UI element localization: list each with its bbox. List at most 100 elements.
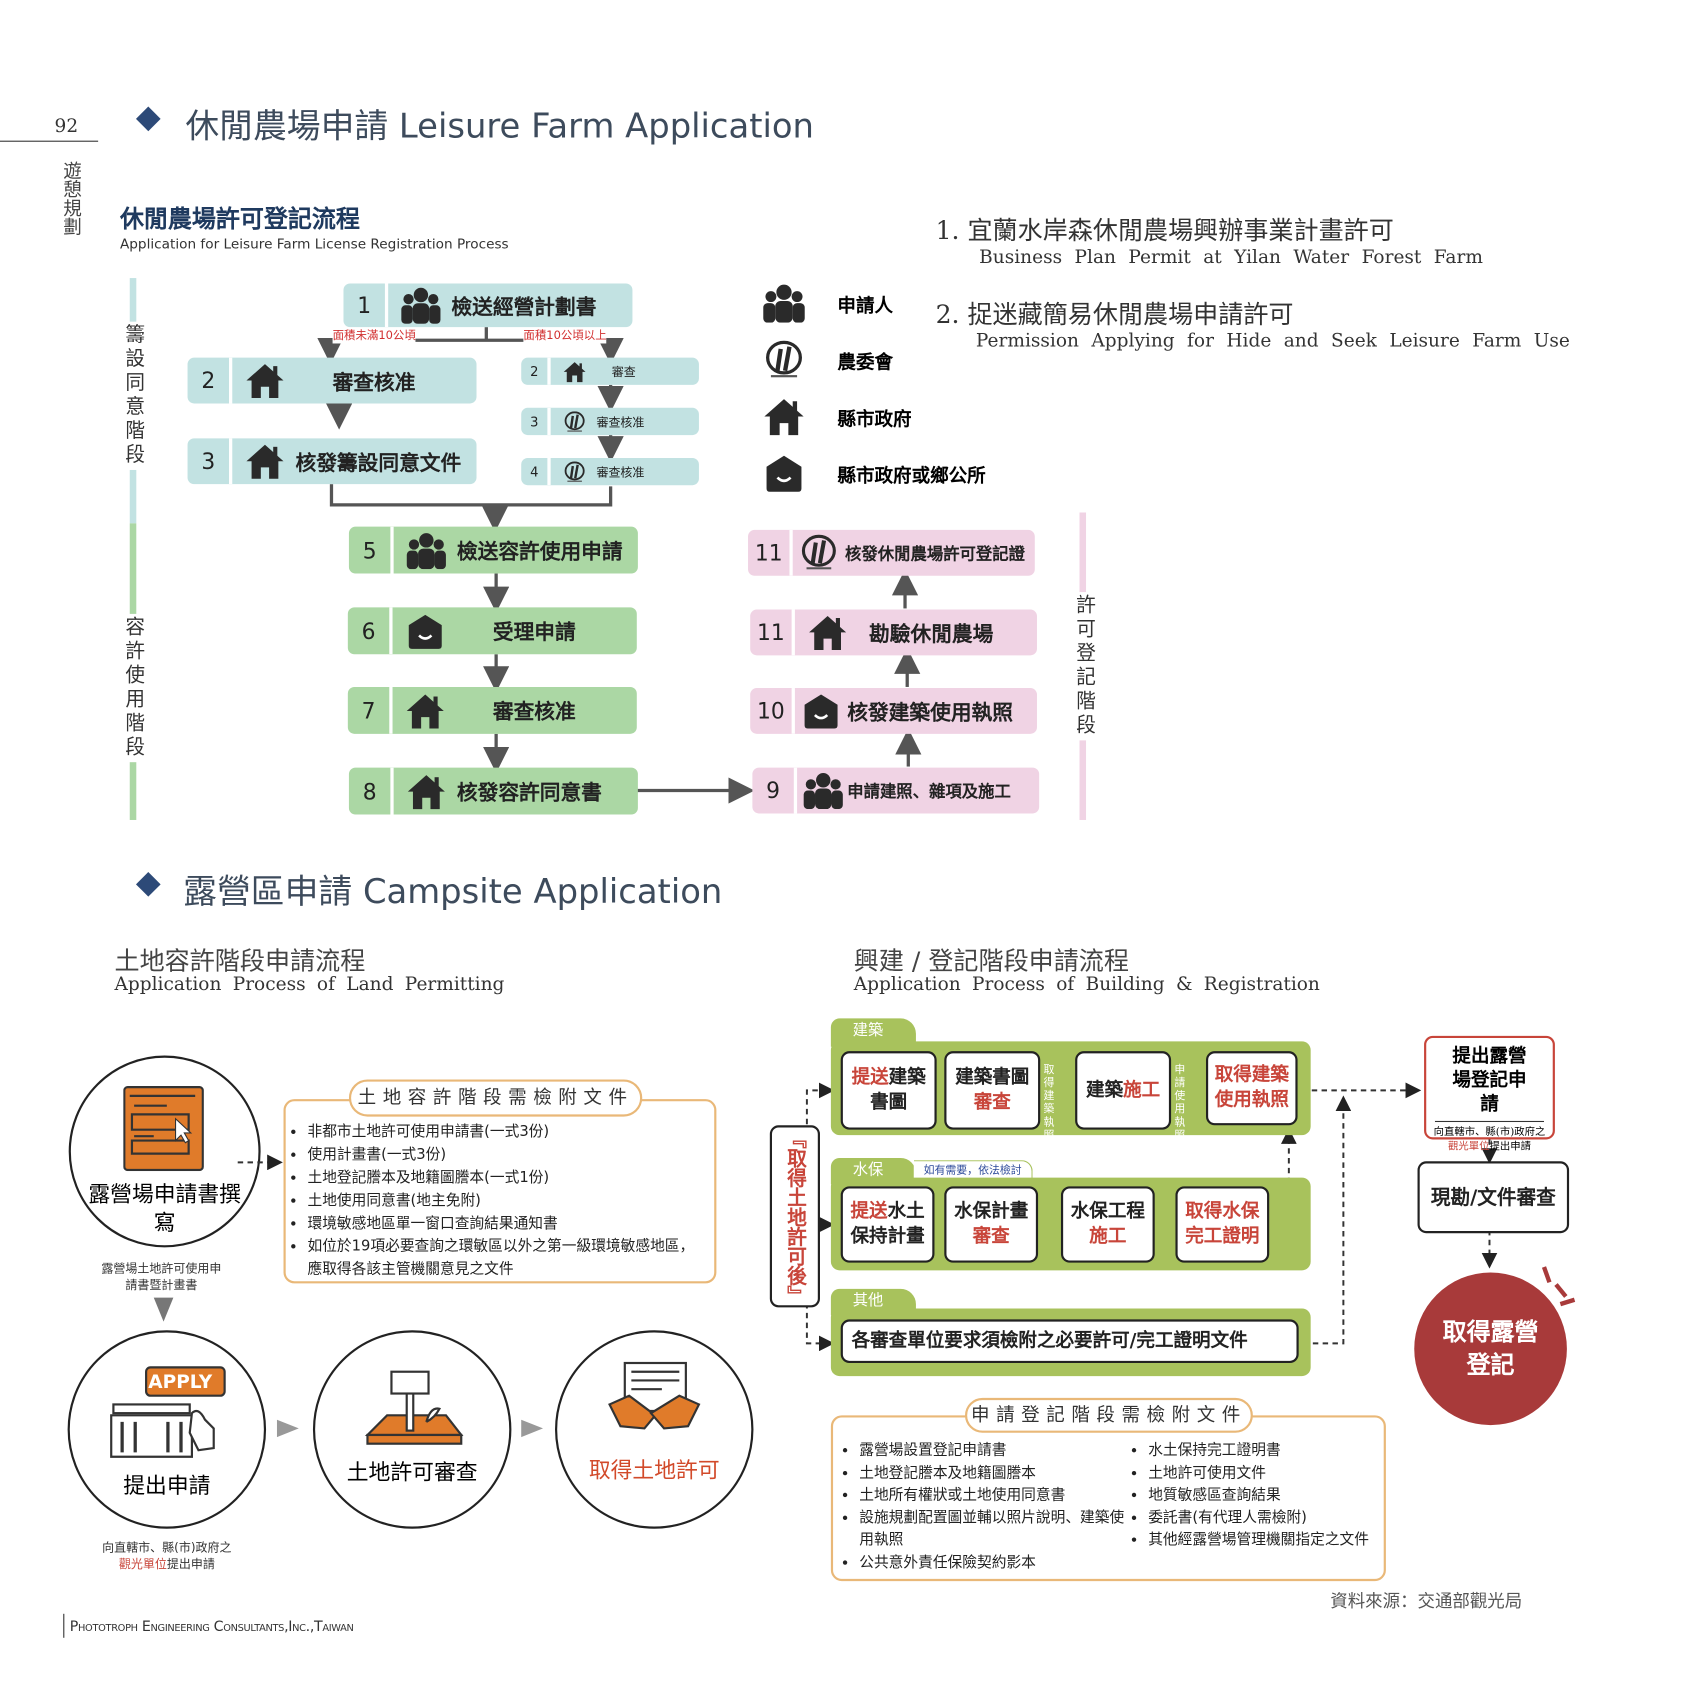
box-text: 建築 [1086, 1078, 1124, 1101]
step-label: 核發容許同意書 [456, 780, 602, 805]
step-number: 4 [521, 457, 551, 486]
document-item: 設施規劃配置圖並輔以照片說明、建築使用執照 [859, 1506, 1126, 1551]
land-permit-review-label: 土地許可審查 [346, 1458, 478, 1486]
note-text: 提出申請 [1489, 1140, 1531, 1153]
branch-label-over-10ha: 面積10公頃以上 [523, 327, 607, 344]
footer-company: Phototroph Engineering Consultants,Inc.,… [69, 1619, 354, 1636]
land-process-title: 土地容許階段申請流程 [114, 947, 366, 976]
step-label: 核發休閒農場許可登記證 [845, 543, 1025, 564]
other-required-permits: 各審查單位要求須檢附之必要許可/完工證明文件 [840, 1319, 1299, 1363]
document-item: 土地登記謄本及地籍圖謄本(一式1份) [307, 1167, 714, 1190]
label-obtain-building-permit: 取得建築執照 [1043, 1064, 1055, 1142]
box-highlight: 審查 [972, 1225, 1010, 1248]
step-label: 勘驗休閒農場 [869, 622, 994, 647]
document-item: 委託書(有代理人需檢附) [1148, 1506, 1369, 1528]
box-text: 建築書圖 [955, 1066, 1030, 1089]
document-item: 土地使用同意書(地主免附) [307, 1190, 714, 1213]
registration-documents-title: 申請登記階段需檢附文件 [965, 1397, 1253, 1433]
permit-1-english: Business Plan Permit at Yilan Water Fore… [979, 246, 1483, 269]
step-obtain-land-permit: 取得土地許可 [555, 1330, 754, 1529]
document-item: 水土保持完工證明書 [1148, 1439, 1369, 1461]
permit-2-english: Permission Applying for Hide and Seek Le… [975, 330, 1570, 353]
step-write-application: 露營場申請書撰寫 [68, 1055, 261, 1248]
step-label: 審查核准 [596, 414, 645, 430]
campsite-section-title: 露營區申請 Campsite Application [183, 872, 723, 912]
handshake-document-icon [608, 1361, 701, 1430]
water-works-construction: 水保工程施工 [1060, 1186, 1155, 1263]
step-number: 11 [748, 529, 793, 576]
legend-item-county-government: 縣市政府 [761, 395, 986, 439]
step-label: 審查核准 [596, 465, 645, 480]
connector-water-to-building [1271, 1128, 1297, 1216]
step-label: 核發籌設同意文件 [295, 450, 462, 475]
water-conservation-note: 如有需要，依法檢討 [913, 1160, 1033, 1181]
registration-required-documents: 露營場設置登記申請書 土地登記謄本及地籍圖謄本 土地所有權狀或土地使用同意書 設… [830, 1415, 1386, 1582]
document-item: 環境敏感地區單一窗口查詢結果通知書 [307, 1213, 714, 1236]
document-item: 土地所有權狀或土地使用同意書 [859, 1484, 1126, 1506]
submit-building-drawings: 提送建築書圖 [840, 1051, 937, 1130]
box-highlight: 施工 [1123, 1078, 1161, 1101]
document-item: 地質敏感區查詢結果 [1148, 1484, 1369, 1506]
step-number: 8 [349, 767, 394, 815]
leisure-section-title: 休閒農場申請 Leisure Farm Application [185, 106, 814, 147]
label-apply-use-license: 申請使用執照 [1174, 1064, 1186, 1142]
build-process-title: 興建 / 登記階段申請流程 [853, 947, 1129, 976]
legend-item-coa: 農委會 [761, 338, 986, 382]
step-number: 3 [521, 407, 551, 436]
box-text: 水保工程 [1070, 1200, 1145, 1223]
after-land-permit-label: 『取得土地許可後』 [769, 1125, 820, 1308]
legend: 申請人 農委會 縣市政府 縣市政府或鄉公所 [761, 281, 986, 495]
step-land-permit-review: 土地許可審查 [312, 1330, 512, 1529]
box-text: 建築書圖 [870, 1066, 926, 1114]
note-text: 提出申請 [166, 1557, 215, 1572]
document-item: 公共意外責任保險契約影本 [859, 1551, 1126, 1573]
document-item: 土地登記謄本及地籍圖謄本 [859, 1462, 1126, 1484]
build-process-english: Application Process of Building & Regist… [853, 973, 1320, 996]
legend-label: 農委會 [837, 351, 894, 374]
footer-rule [63, 1613, 65, 1638]
page-number-rule [0, 140, 99, 142]
step-submit-application: APPLY 提出申請 [67, 1330, 267, 1529]
box-highlight: 提送 [851, 1066, 889, 1089]
box-highlight: 提送 [850, 1200, 888, 1223]
legend-label: 縣市政府或鄉公所 [837, 465, 986, 487]
step-number: 2 [188, 357, 233, 404]
side-section-label: 遊憩規劃 [58, 161, 81, 236]
step-11-issue-registration-certificate: 11 核發休閒農場許可登記證 [748, 529, 1035, 576]
legend-item-applicant: 申請人 [761, 281, 986, 325]
legend-label: 申請人 [837, 294, 894, 317]
obtain-water-completion-certificate: 取得水保完工證明 [1175, 1186, 1270, 1263]
submit-application-note: 向直轄市、縣(市)政府之觀光單位提出申請 [85, 1540, 249, 1573]
arrow-after-land-to-other [805, 1303, 835, 1352]
branch-step-3-review-approve: 3 審查核准 [521, 407, 699, 436]
write-application-note: 露營場土地許可使用申請書暨計畫書 [101, 1261, 222, 1293]
step-9-apply-building-permit: 9 申請建照、雜項及施工 [752, 767, 1040, 814]
step-label: 受理申請 [492, 620, 576, 645]
application-form-icon [123, 1086, 204, 1172]
step-number: 9 [752, 767, 798, 814]
document-item: 露營場設置登記申請書 [859, 1439, 1126, 1461]
right-triangle-icon [521, 1419, 544, 1438]
building-construction: 建築施工 [1075, 1051, 1172, 1130]
obtain-land-permit-label: 取得土地許可 [588, 1456, 720, 1483]
permit-1-title: 1. 宜蘭水岸森休閒農場興辦事業計畫許可 [935, 216, 1394, 246]
legend-label: 縣市政府 [837, 408, 912, 431]
site-document-inspection: 現勘/文件審查 [1417, 1161, 1570, 1234]
branch-label-under-10ha: 面積未滿10公頃 [332, 327, 416, 344]
arrow-after-land-to-building [805, 1082, 835, 1135]
step-label: 申請建照、雜項及施工 [847, 781, 1011, 801]
box-text: 水保計畫 [954, 1200, 1029, 1223]
submit-campsite-registration: 提出露營場登記申請 向直轄市、縣(市)政府之觀光單位提出申請 [1424, 1035, 1555, 1153]
step-number: 10 [750, 688, 795, 734]
building-drawing-review: 建築書圖審查 [944, 1051, 1041, 1130]
registration-title: 提出露營場登記申請 [1434, 1038, 1545, 1123]
submit-application-label: 提出申請 [123, 1472, 211, 1499]
